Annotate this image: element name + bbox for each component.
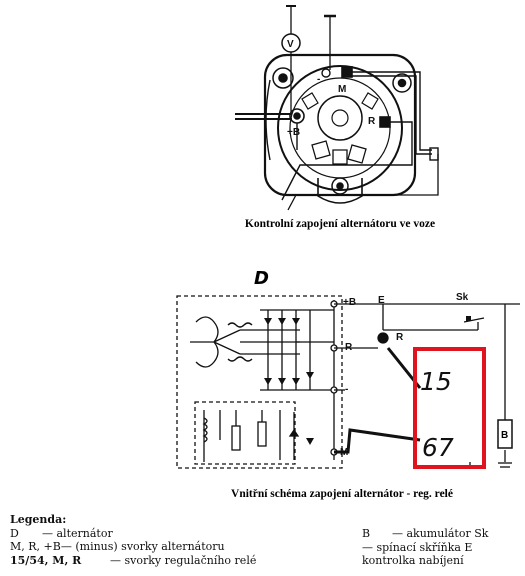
legend-right: B— akumulátor Sk — spínací skříňka E kon…: [362, 527, 488, 568]
schematic-lines: [176, 295, 520, 469]
terminal-m-label: M: [338, 84, 346, 95]
legend-item: D— alternátor: [10, 526, 113, 540]
alternator-d-label: D: [254, 268, 269, 289]
terminal-b-label: +B: [343, 297, 356, 308]
diode-symbols: [264, 316, 471, 445]
terminal-r-label: R: [345, 342, 353, 353]
highlight-box: [413, 347, 486, 469]
battery-icon: B: [497, 419, 513, 449]
terminal-m-label: M: [340, 447, 348, 458]
legend-item: — spínací skříňka E: [362, 540, 473, 554]
legend-left: Legenda: D— alternátor M, R, +B— (minus)…: [10, 513, 256, 567]
lamp-r-label: R: [396, 332, 404, 343]
terminal-plus-b-label: +B: [287, 127, 300, 138]
terminal-minus-label: -: [317, 74, 320, 85]
schematic-labels: +B R - M E Sk R: [340, 292, 469, 458]
terminal-minus-label: -: [345, 384, 348, 395]
legend-item: 15/54, M, R— svorky regulačního relé: [10, 553, 257, 567]
battery-label: B: [501, 430, 508, 441]
switch-sk-label: Sk: [456, 292, 469, 303]
terminal-67-annotation: 67: [422, 433, 454, 462]
legend-item: M, R, +B— (minus) svorky alternátoru: [10, 540, 225, 553]
terminal-15-annotation: 15: [420, 367, 452, 396]
top-figure-caption: Kontrolní zapojení alternátoru ve voze: [245, 218, 435, 230]
bottom-figure-caption: Vnitřní schéma zapojení alternátor - reg…: [231, 488, 453, 500]
voltmeter-label: V: [287, 39, 294, 50]
legend-item: kontrolka nabíjení: [362, 554, 464, 567]
legend-item: B— akumulátor Sk: [362, 527, 489, 540]
top-figure-labels: V - M R +B: [287, 39, 376, 138]
alternator-drawing: [235, 5, 439, 211]
lamp-e-label: E: [378, 295, 385, 306]
terminal-r-label: R: [368, 116, 376, 127]
legend-title: Legenda:: [10, 513, 67, 526]
